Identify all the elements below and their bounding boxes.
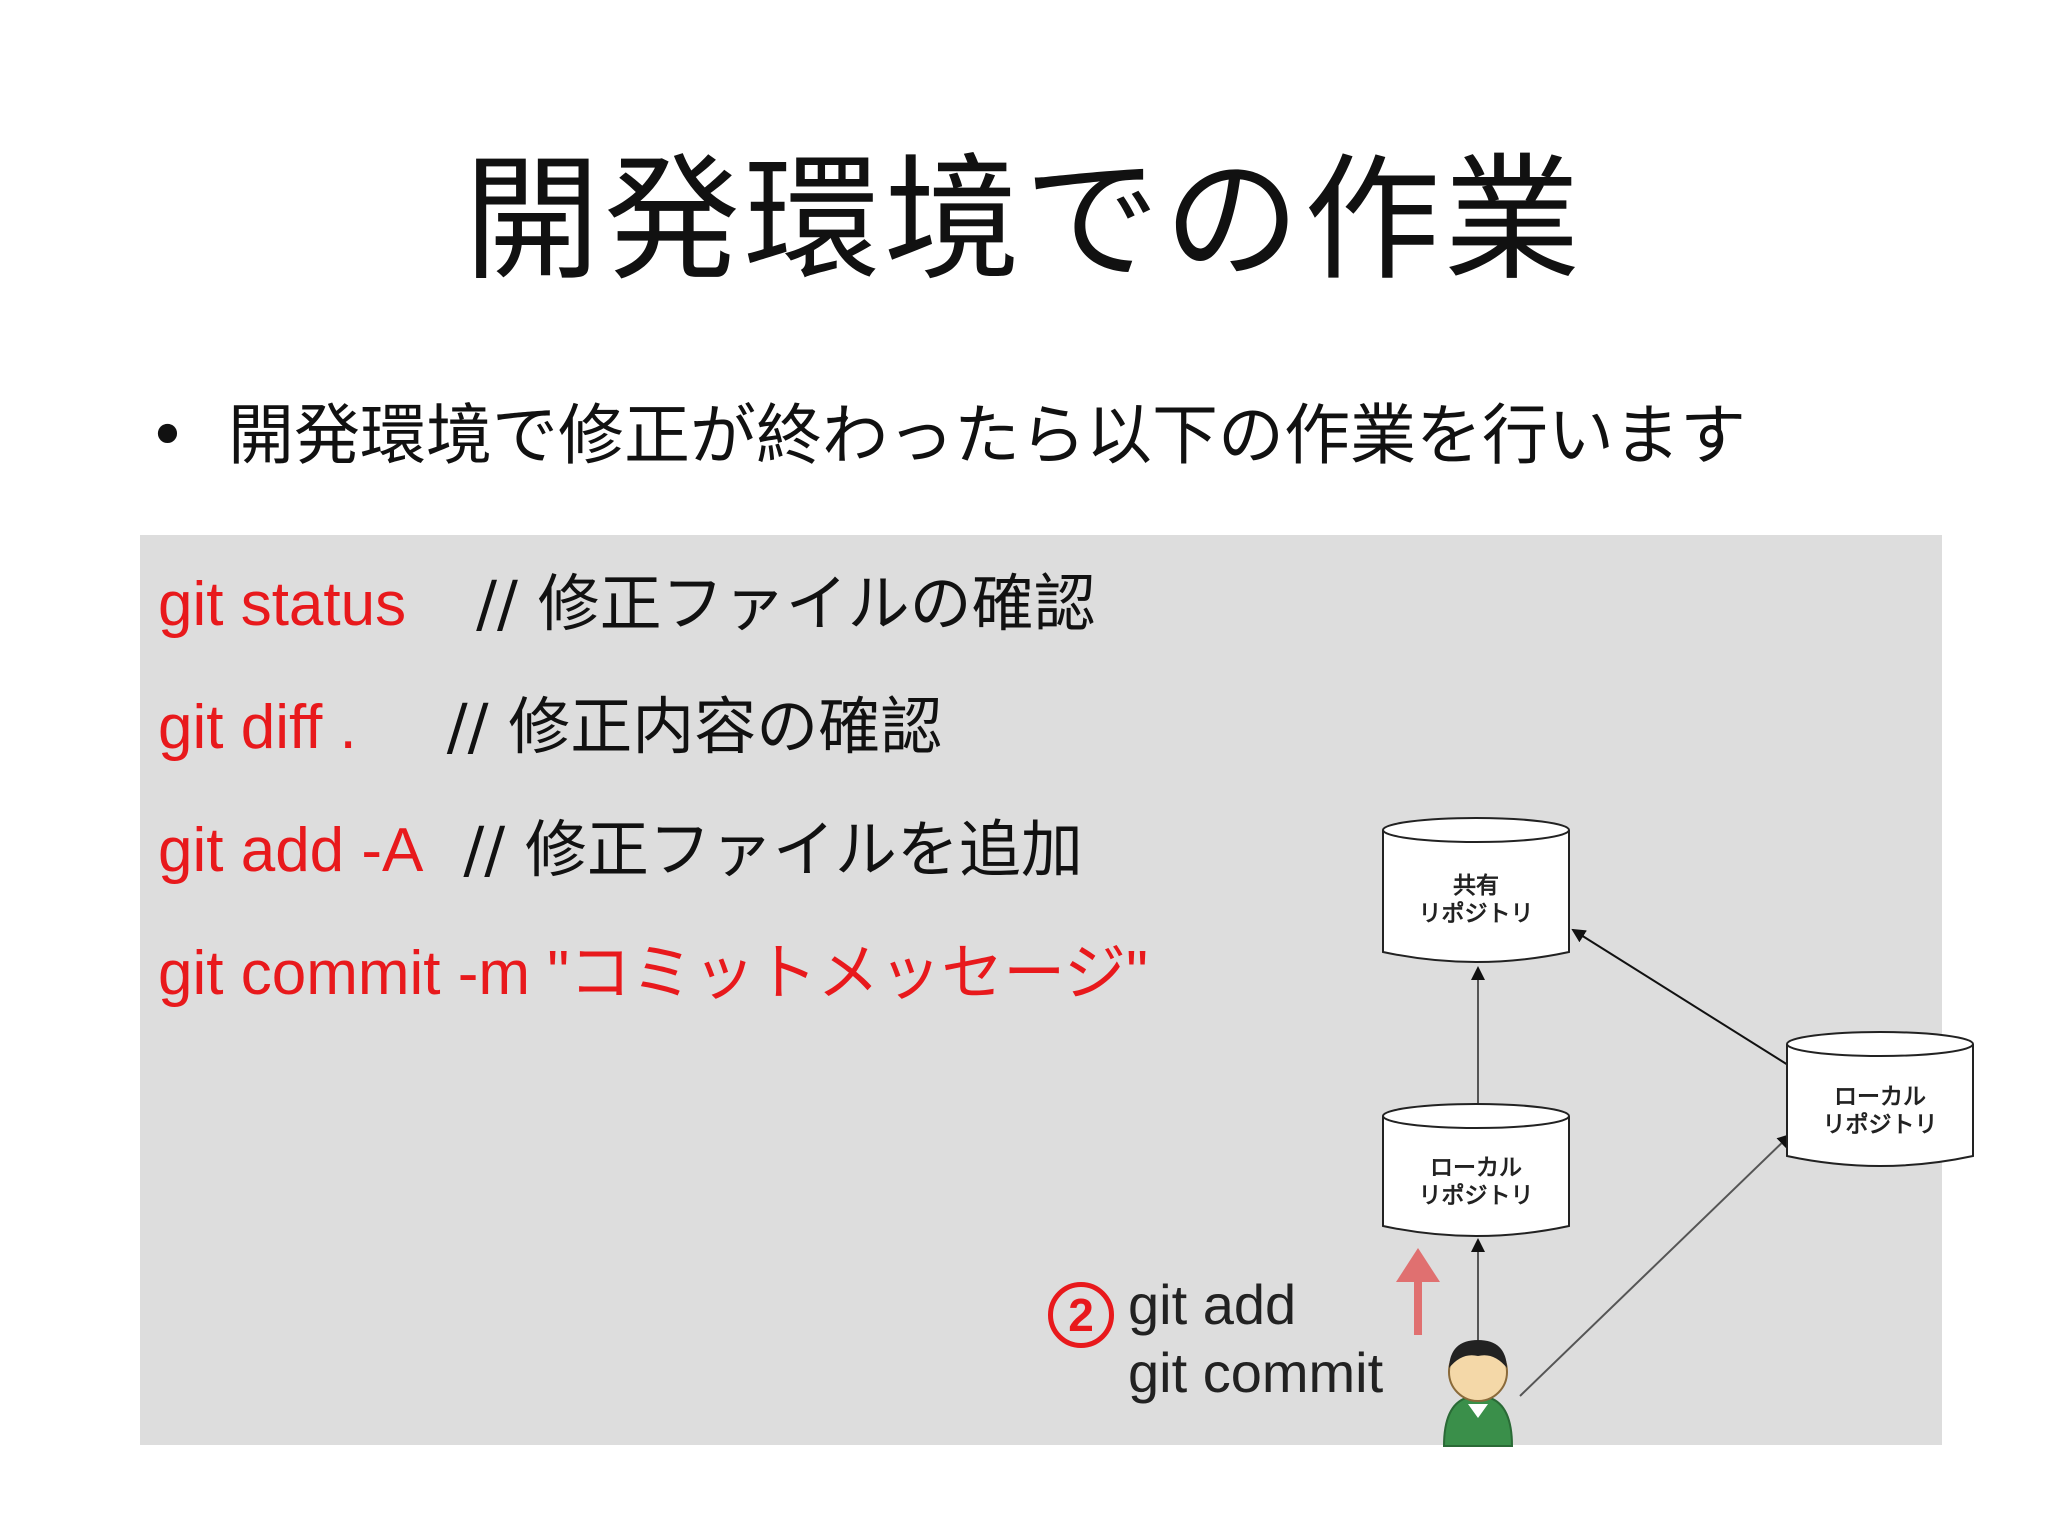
local-repository-label-line1: ローカル <box>1430 1155 1522 1181</box>
shared-repository-label-line1: 共有 <box>1453 873 1499 899</box>
shared-repository-label-line2: リポジトリ <box>1418 901 1534 927</box>
code-line-diff: git diff . // 修正内容の確認 <box>158 676 942 766</box>
code-line-commit: git commit -m "コミットメッセージ" <box>158 922 1148 1012</box>
code-line-add: git add -A // 修正ファイルを追加 <box>158 799 1083 889</box>
bullet-text: 開発環境で修正が終わったら以下の作業を行います <box>228 397 1746 474</box>
arrow-person-to-other-local <box>1519 1133 1792 1397</box>
local-repository-label-line2: リポジトリ <box>1418 1183 1534 1209</box>
local-repository-label: ローカル リポジトリ <box>1383 1154 1569 1210</box>
local-repository-database-icon <box>1382 1103 1570 1237</box>
other-local-repository-label-line1: ローカル <box>1834 1084 1926 1110</box>
comment-text: // 修正ファイルの確認 <box>476 567 1096 640</box>
other-local-repository-database-icon <box>1786 1031 1974 1167</box>
bullet-dot-icon: • <box>148 397 187 474</box>
comment-text: // 修正内容の確認 <box>446 690 943 763</box>
shared-repository-label: 共有 リポジトリ <box>1383 872 1569 928</box>
commit-message-text: コミットメッセージ <box>569 936 1126 1009</box>
other-local-repository-label-line2: リポジトリ <box>1822 1112 1938 1138</box>
command-text: git status <box>158 570 407 639</box>
command-text: git add -A <box>158 816 424 885</box>
shared-repository-database-icon <box>1382 817 1570 963</box>
command-text: git diff . <box>158 693 357 762</box>
slide-title: 開発環境での作業 <box>464 142 1584 300</box>
arrow-other-local-to-shared <box>1571 928 1789 1066</box>
bullet-item: • 開発環境で修正が終わったら以下の作業を行います <box>148 382 1746 478</box>
user-avatar-icon <box>1442 1340 1514 1447</box>
other-local-repository-label: ローカル リポジトリ <box>1787 1083 1973 1139</box>
step-number-badge: 2 <box>1048 1282 1114 1348</box>
comment-text: // 修正ファイルを追加 <box>463 813 1083 886</box>
code-box: git status // 修正ファイルの確認 git diff . // 修正内容… <box>140 535 1942 1445</box>
red-up-arrow-icon <box>1396 1248 1440 1335</box>
step-label-git-commit: git commit <box>1128 1341 1384 1404</box>
code-line-status: git status // 修正ファイルの確認 <box>158 553 1096 643</box>
command-quote-end: " <box>1126 939 1149 1008</box>
step-label-git-add: git add <box>1128 1273 1297 1336</box>
command-text: git commit -m " <box>158 939 570 1008</box>
